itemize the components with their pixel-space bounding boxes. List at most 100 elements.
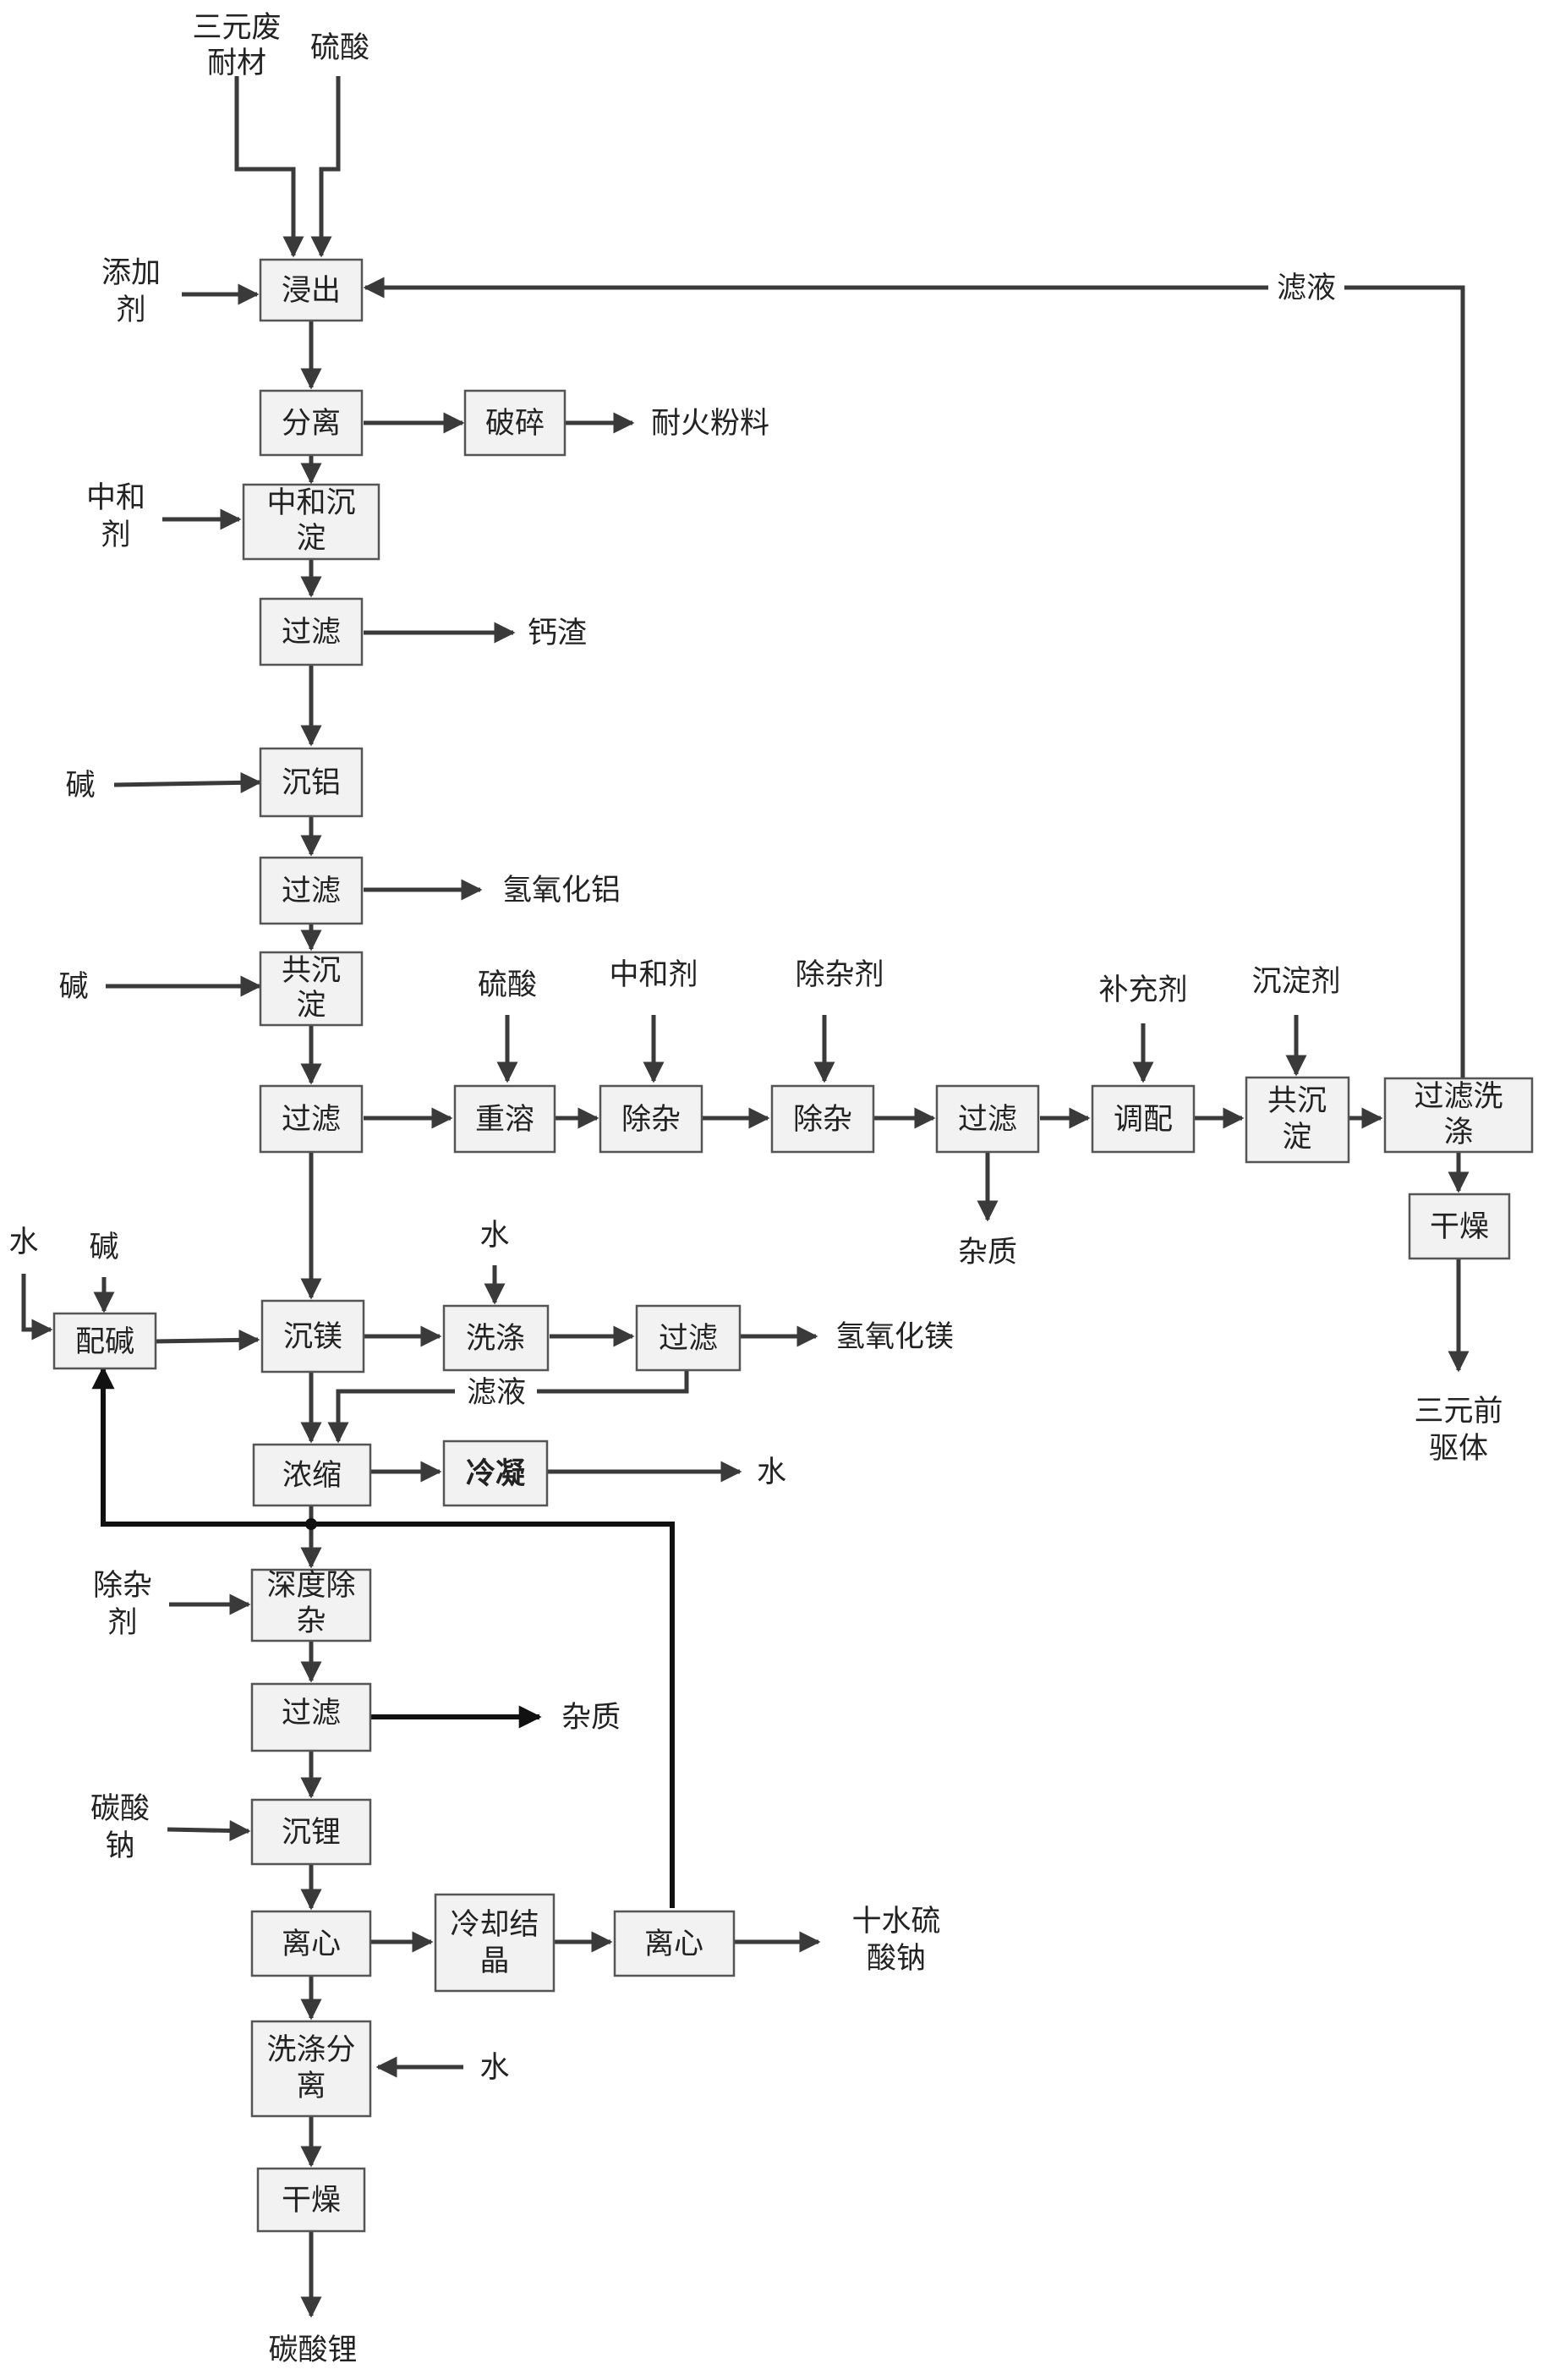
- input-neutralizer-left-line2: 剂: [101, 518, 130, 552]
- input-sulfuric-acid-mid: 硫酸: [478, 968, 537, 1002]
- box-coprecip2-line1: 共沉: [1267, 1084, 1327, 1118]
- box-cool-crystal-line1: 冷却结: [450, 1908, 539, 1942]
- input-additive-line1: 添加: [101, 256, 161, 290]
- box-filter4: [935, 1084, 1040, 1154]
- box-wash-separate: [250, 2020, 372, 2118]
- box-centrifuge2-label: 离心: [644, 1928, 703, 1961]
- box-deep-purify-line1: 深度除: [266, 1569, 355, 1603]
- box-filter-wash-line1: 过滤洗: [1414, 1080, 1502, 1114]
- box-alkali-prep: [52, 1312, 157, 1370]
- box-redissolve: [453, 1084, 556, 1154]
- box-al-precip: [259, 747, 364, 818]
- box-wash-label: 洗涤: [466, 1322, 525, 1356]
- input-water-left: 水: [8, 1226, 38, 1259]
- flow-label-filtrate-top: 滤液: [1277, 271, 1336, 305]
- box-mg-precip-label: 沉镁: [283, 1320, 342, 1354]
- arrow-prep-to-mg: [154, 1329, 260, 1351]
- output-sodium-sulfate-line2: 酸钠: [867, 1942, 926, 1976]
- input-alkali-left: 碱: [89, 1231, 118, 1264]
- output-sodium-sulfate-line1: 十水硫: [851, 1905, 940, 1939]
- input-alkali-2: 碱: [58, 970, 88, 1004]
- box-filter2: [259, 856, 364, 925]
- box-coprecip1: [259, 951, 364, 1027]
- output-impurity-bottom: 杂质: [561, 1701, 621, 1735]
- box-li-precip-label: 沉锂: [282, 1816, 341, 1850]
- box-filter5: [635, 1304, 742, 1372]
- input-sodium-carbonate-line1: 碳酸: [90, 1792, 150, 1826]
- box-wash-separate-line1: 洗涤分: [266, 2033, 355, 2067]
- box-purify2: [770, 1084, 875, 1154]
- output-ternary-precursor-line2: 驱体: [1429, 1432, 1488, 1466]
- input-supplement: 补充剂: [1098, 973, 1187, 1007]
- input-additive-line2: 剂: [116, 293, 145, 327]
- box-dry-right: [1408, 1193, 1511, 1260]
- arrow-filtrate-recycle: [1344, 285, 1465, 1100]
- arrow-acid-to-leach: [310, 76, 341, 258]
- box-wash: [442, 1304, 550, 1372]
- box-condense: [442, 1440, 549, 1507]
- box-cool-crystal-line2: 晶: [479, 1944, 509, 1978]
- output-magnesium-hydroxide: 氢氧化镁: [835, 1320, 954, 1354]
- box-blend: [1091, 1084, 1196, 1154]
- box-dry-bottom: [256, 2167, 366, 2233]
- box-filter6-label: 过滤: [282, 1697, 341, 1730]
- input-alkali-1: 碱: [65, 769, 95, 803]
- output-water: 水: [757, 1456, 786, 1489]
- box-dry-right-label: 干燥: [1430, 1210, 1489, 1244]
- output-aluminum-hydroxide: 氢氧化铝: [502, 874, 621, 908]
- input-water-bottom: 水: [479, 2051, 509, 2085]
- box-neutral-precip-line2: 淀: [296, 522, 326, 556]
- box-deep-purify-line2: 杂: [296, 1604, 326, 1638]
- process-boxes: 浸出 分离 破碎 中和沉 淀 过滤 沉铝 过滤 共沉 淀 过滤 重溶 除杂 除杂…: [52, 258, 1534, 2233]
- arrow-waste-to-leach: [234, 76, 304, 258]
- box-filter1-label: 过滤: [282, 616, 341, 650]
- box-mg-precip: [260, 1299, 365, 1374]
- box-filter3-label: 过滤: [282, 1103, 341, 1137]
- box-neutral-precip-line1: 中和沉: [266, 486, 355, 520]
- box-wash-separate-line2: 离: [296, 2070, 326, 2103]
- box-coprecip1-line2: 淀: [296, 989, 326, 1023]
- box-purify1-label: 除杂: [621, 1103, 681, 1137]
- flow-arrows: [21, 76, 1470, 2318]
- box-separate: [259, 389, 364, 457]
- input-ternary-waste-line1: 三元废: [192, 11, 281, 45]
- box-coprecip2-line2: 淀: [1282, 1121, 1311, 1154]
- box-filter6: [250, 1682, 372, 1752]
- box-cool-crystal: [434, 1893, 556, 1993]
- junction-dot: [305, 1518, 317, 1530]
- box-filter2-label: 过滤: [282, 875, 341, 908]
- input-ternary-waste-line2: 耐材: [207, 47, 266, 80]
- box-filter-wash-line2: 涤: [1443, 1116, 1473, 1149]
- output-ternary-precursor-line1: 三元前: [1414, 1395, 1502, 1429]
- input-neutralizer-mid: 中和剂: [609, 958, 698, 992]
- input-impurity-remover-left-line1: 除杂: [93, 1569, 152, 1603]
- box-purify1: [599, 1084, 703, 1154]
- box-alkali-prep-label: 配碱: [75, 1325, 134, 1359]
- box-separate-label: 分离: [282, 407, 341, 441]
- box-filter-wash: [1383, 1077, 1534, 1154]
- box-dry-bottom-label: 干燥: [282, 2184, 341, 2218]
- flow-labels: 滤液 滤液: [467, 271, 1336, 1410]
- arrow-filtrate-return-a: [537, 1370, 689, 1394]
- output-refractory-powder: 耐火粉料: [651, 407, 769, 441]
- flow-label-filtrate-mid: 滤液: [467, 1376, 526, 1410]
- box-crush-label: 破碎: [485, 407, 545, 441]
- input-precipitant: 沉淀剂: [1251, 965, 1340, 999]
- box-coprecip1-line1: 共沉: [282, 954, 341, 988]
- box-filter3: [259, 1084, 364, 1154]
- input-sulfuric-acid-top: 硫酸: [310, 31, 369, 65]
- input-impurity-remover-mid: 除杂剂: [795, 958, 884, 992]
- box-centrifuge1-label: 离心: [282, 1928, 341, 1961]
- box-blend-label: 调配: [1114, 1103, 1173, 1137]
- output-impurity-right: 杂质: [958, 1236, 1017, 1270]
- box-concentrate-label: 浓缩: [282, 1459, 342, 1493]
- arrow-water-to-alkali-prep: [21, 1274, 53, 1341]
- box-filter1: [259, 597, 364, 666]
- box-deep-purify: [250, 1568, 372, 1642]
- box-li-precip: [250, 1798, 372, 1866]
- input-sodium-carbonate-line2: 钠: [105, 1829, 134, 1863]
- box-crush: [463, 389, 567, 457]
- arrow-mother-liquor-recycle: [91, 1366, 675, 1908]
- box-neutral-precip: [242, 483, 380, 561]
